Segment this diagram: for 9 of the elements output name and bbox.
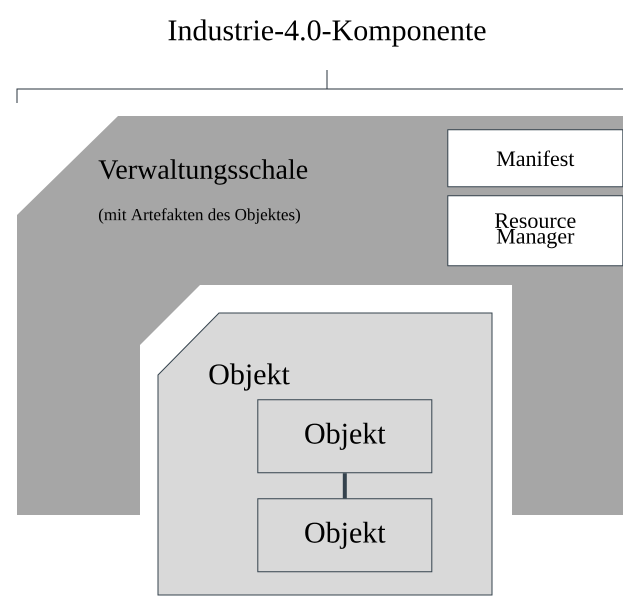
box: Objekt (257, 498, 432, 572)
box: Manifest (447, 129, 623, 188)
box: Objekt (257, 399, 432, 474)
connector (342, 473, 347, 498)
heading: Verwaltungsschale (98, 159, 308, 185)
title: Industrie-4.0-Komponente (168, 19, 486, 47)
box: Resource Manager (447, 195, 623, 266)
subtitle: (mit Artefakten des Objektes) (98, 208, 300, 224)
heading: Objekt (209, 363, 290, 391)
